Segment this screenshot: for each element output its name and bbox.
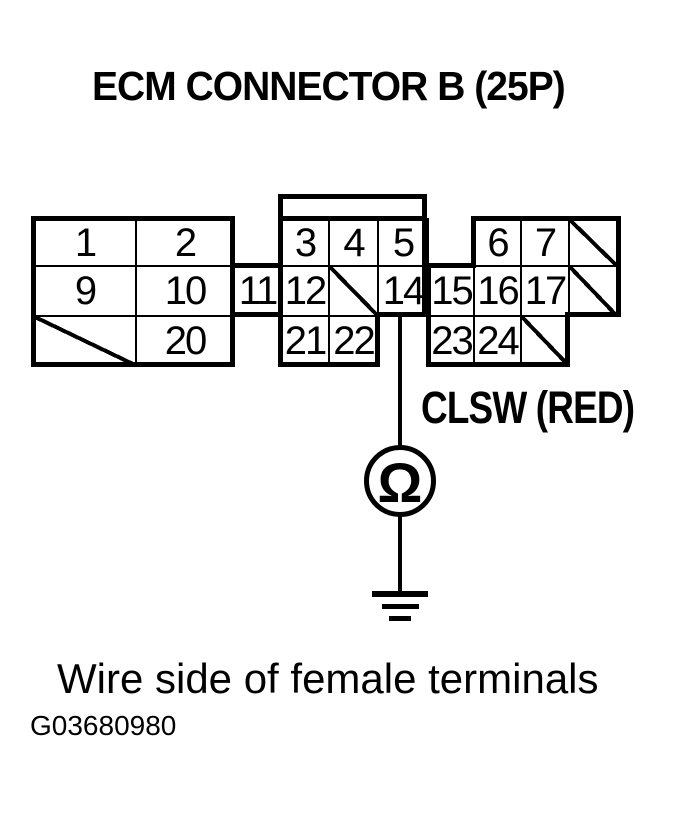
- wire-label: CLSW (RED): [421, 382, 635, 433]
- pin-cell-22: 22: [328, 315, 379, 367]
- pin-cell-5: 5: [377, 218, 429, 267]
- omega-icon: Ω: [377, 451, 423, 514]
- pin-cell-2: 2: [135, 218, 235, 267]
- connector-outline-segment: [278, 216, 427, 221]
- connector-outline-segment: [565, 312, 570, 367]
- pin-cell-1: 1: [33, 218, 137, 267]
- connector-outline-segment: [422, 194, 427, 221]
- pin-cell-14: 14: [377, 265, 429, 317]
- connector-outline-segment: [375, 312, 429, 317]
- pin-number: 2: [174, 220, 197, 265]
- figure-id: G03680980: [30, 710, 177, 741]
- pin-number: 16: [477, 269, 519, 313]
- empty-pin-cell: [568, 218, 618, 267]
- pin-cell-17: 17: [520, 265, 570, 317]
- pin-number: 4: [343, 220, 365, 265]
- pin-number: 24: [477, 319, 519, 363]
- pin-cell-15: 15: [428, 265, 475, 317]
- pin-cell-10: 10: [135, 265, 235, 317]
- wire-line-upper: [398, 315, 402, 447]
- connector-outline-segment: [278, 194, 283, 221]
- pin-number: 20: [164, 319, 207, 363]
- connector-outline-segment: [375, 312, 380, 367]
- connector-outline-segment: [471, 216, 476, 268]
- connector-outline-segment: [278, 194, 427, 199]
- pin-number: 9: [74, 269, 97, 313]
- empty-pin-cell: [328, 265, 379, 317]
- caption: Wire side of female terminals: [57, 655, 599, 702]
- ground-bar-bottom: [389, 616, 411, 621]
- connector-outline-segment: [426, 362, 570, 367]
- pin-cell-3: 3: [280, 218, 330, 267]
- empty-pin-cell: [568, 265, 618, 317]
- ground-bar-middle: [382, 604, 419, 609]
- connector-outline-segment: [426, 263, 431, 367]
- pin-cell-4: 4: [328, 218, 379, 267]
- pin-number: 15: [431, 269, 473, 313]
- pin-cell-7: 7: [520, 218, 570, 267]
- pin-number: 12: [284, 269, 327, 313]
- pin-number: 5: [392, 220, 415, 265]
- page-title: ECM CONNECTOR B (25P): [92, 63, 566, 109]
- pin-cell-6: 6: [473, 218, 522, 267]
- connector-outline-segment: [422, 216, 427, 317]
- pin-number: 7: [534, 220, 557, 265]
- connector-outline-segment: [230, 263, 283, 268]
- empty-pin-cell: [33, 315, 137, 367]
- pin-number: 3: [294, 220, 317, 265]
- pin-number: 6: [487, 220, 509, 265]
- pin-number: 11: [238, 269, 279, 313]
- pin-number: 22: [333, 319, 375, 363]
- empty-pin-cell: [520, 315, 570, 367]
- connector-outline-segment: [278, 216, 283, 367]
- connector-outline-segment: [565, 312, 621, 317]
- pin-number: 23: [431, 319, 473, 363]
- pin-number: 21: [284, 319, 327, 363]
- pin-cell-16: 16: [473, 265, 522, 317]
- connector-outline-segment: [426, 263, 476, 268]
- pin-cell-20: 20: [135, 315, 235, 367]
- pin-number: 17: [524, 269, 567, 313]
- connector-outline-segment: [278, 362, 380, 367]
- pin-cell-21: 21: [280, 315, 330, 367]
- pin-number: 14: [382, 269, 425, 313]
- pin-cell-9: 9: [33, 265, 137, 317]
- connector-outline-segment: [616, 216, 621, 317]
- wire-line-lower: [398, 515, 402, 593]
- connector-outline-segment: [471, 216, 621, 221]
- pin-number: 1: [74, 220, 97, 265]
- pin-cell-12: 12: [280, 265, 330, 317]
- ground-bar-top: [372, 591, 428, 597]
- connector-outline-segment: [230, 312, 283, 317]
- pin-cell-24: 24: [473, 315, 522, 367]
- pin-cell-11: 11: [233, 265, 282, 317]
- ohmmeter-symbol: Ω: [364, 445, 436, 517]
- pin-cell-23: 23: [428, 315, 475, 367]
- pin-number: 10: [164, 269, 207, 313]
